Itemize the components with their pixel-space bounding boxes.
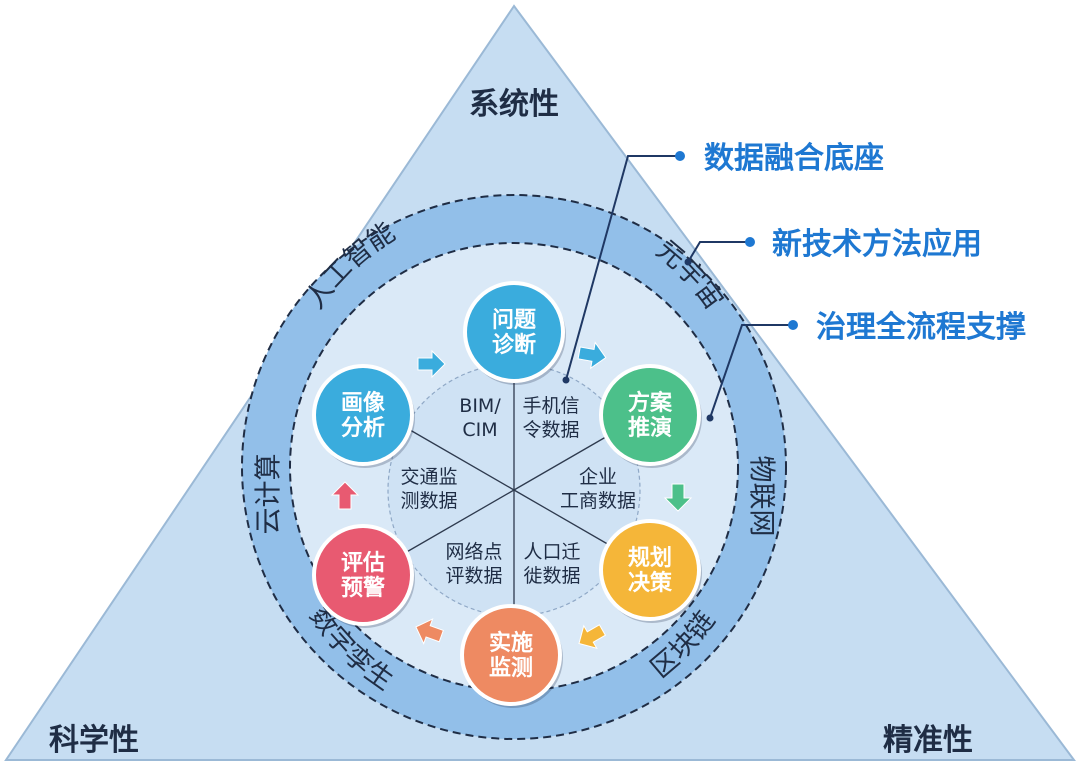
data-source-label: 网络点评数据 xyxy=(445,541,502,587)
callout-new-tech-methods: 新技术方法应用 xyxy=(772,227,982,262)
callout-anchor-new-tech xyxy=(684,258,692,266)
callout-anchor-governance xyxy=(706,414,714,422)
flow-arrow xyxy=(577,341,607,370)
process-step-circle xyxy=(599,519,701,621)
callout-dot-new-tech xyxy=(745,237,755,247)
callout-dot-governance xyxy=(788,320,798,330)
callout-line-new-tech xyxy=(687,241,746,263)
ring-tech-cloud: 云计算 xyxy=(254,454,285,535)
callout-dot-data-foundation xyxy=(675,151,685,161)
process-step-label: 评估预警 xyxy=(341,551,385,601)
process-step-label: 问题诊断 xyxy=(492,308,537,358)
data-source-label: 交通监测数据 xyxy=(400,466,457,512)
core-spoke xyxy=(404,489,515,554)
callout-data-foundation: 数据融合底座 xyxy=(704,141,884,176)
flow-arrows xyxy=(330,341,693,650)
callout-line-governance xyxy=(709,324,790,419)
corner-label-left: 科学性 xyxy=(49,723,139,758)
corner-label-right: 精准性 xyxy=(883,723,973,758)
process-step: 实施监测 xyxy=(460,604,563,708)
core-spoke xyxy=(404,426,515,491)
process-step-circle xyxy=(463,281,565,383)
process-step-circle xyxy=(599,364,701,466)
flow-arrow xyxy=(415,618,444,645)
callout-governance-support: 治理全流程支撑 xyxy=(816,310,1026,345)
data-source-label: 手机信令数据 xyxy=(522,395,579,441)
process-step-label: 画像分析 xyxy=(341,390,386,441)
process-step-label: 规划决策 xyxy=(628,546,673,596)
ring-tech-iot: 物联网 xyxy=(746,456,777,537)
process-step: 评估预警 xyxy=(312,524,415,628)
core-spoke xyxy=(513,489,624,554)
process-step-label: 方案推演 xyxy=(628,390,673,441)
flow-arrow xyxy=(330,481,360,510)
process-step: 规划决策 xyxy=(599,519,702,623)
callout-anchor-data-foundation xyxy=(562,376,570,384)
callout-line-data-foundation xyxy=(565,155,677,381)
data-source-label: 企业工商数据 xyxy=(560,466,636,512)
corner-label-top: 系统性 xyxy=(469,87,559,122)
data-source-label: 人口迁徙数据 xyxy=(523,541,580,587)
process-step-circle xyxy=(312,524,414,626)
flow-arrow xyxy=(578,624,607,650)
ring-outer-dashed-border xyxy=(241,194,787,740)
process-step-label: 实施监测 xyxy=(489,630,533,681)
process-step-circle xyxy=(460,604,562,706)
process-step-circle xyxy=(312,364,414,466)
process-step: 方案推演 xyxy=(599,364,702,468)
process-step: 画像分析 xyxy=(312,364,415,468)
data-source-label: BIM/CIM xyxy=(459,395,501,441)
flow-arrow xyxy=(417,349,446,379)
flow-arrow xyxy=(663,483,693,512)
process-step: 问题诊断 xyxy=(463,281,566,385)
